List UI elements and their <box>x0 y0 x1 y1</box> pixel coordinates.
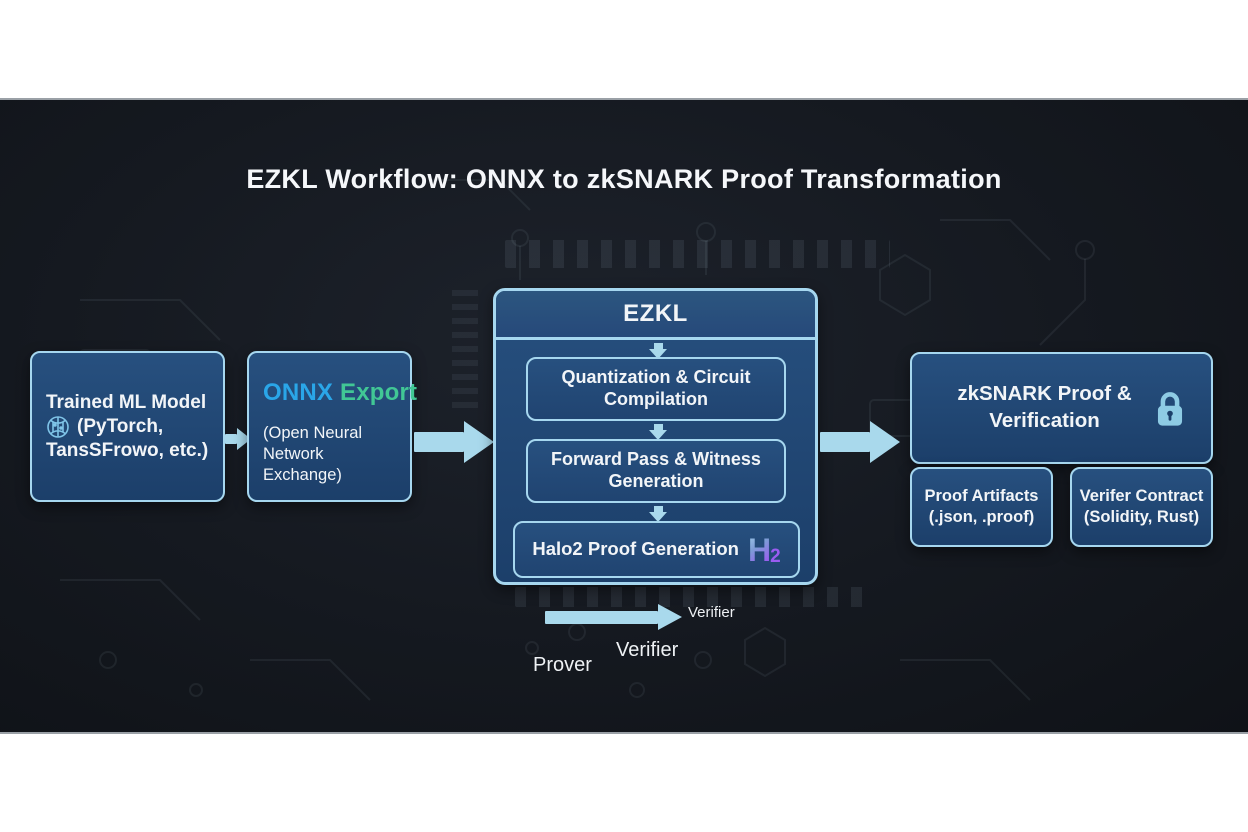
diagram-title: EZKL Workflow: ONNX to zkSNARK Proof Tra… <box>246 164 1002 194</box>
prover-label: Prover <box>533 654 592 676</box>
ezkl-step-quantization: Quantization & Circuit Compilation <box>526 357 786 421</box>
node-ezkl: EZKL Quantization & Circuit Compilation … <box>493 288 818 585</box>
neural-network-icon <box>47 415 69 438</box>
onnx-export-title: ONNX Export <box>263 379 417 407</box>
chip-pins-decoration-top <box>505 240 890 268</box>
zksnark-label: zkSNARK Proof & Verification <box>957 382 1132 432</box>
verifier-label: Verifier <box>616 639 679 661</box>
node-onnx-export: ONNX Export (Open Neural Network Exchang… <box>247 351 417 502</box>
arrow-step2-step3 <box>649 506 667 522</box>
arrow-step1-step2 <box>649 424 667 440</box>
ezkl-step-witness: Forward Pass & Witness Generation <box>526 439 786 503</box>
node-trained-ml-model: Trained ML Model (PyTorch, TansSFrowo, e… <box>30 351 225 502</box>
model-line2: (PyTorch, <box>77 415 164 437</box>
lock-icon <box>1157 392 1183 426</box>
verifier-arrow-label: Verifier <box>688 604 735 621</box>
onnx-word: ONNX <box>263 379 334 406</box>
node-verifier-contract: Verifer Contract (Solidity, Rust) <box>1070 467 1213 547</box>
ezkl-header: EZKL <box>496 291 815 340</box>
arrow-ezkl-step1 <box>649 343 667 359</box>
arrow-prover-to-verifier <box>545 604 682 630</box>
chip-pins-decoration-bottom <box>515 587 865 607</box>
model-line3: TansSFrowo, etc.) <box>46 439 209 461</box>
arrow-onnx-to-ezkl <box>414 421 494 463</box>
node-zksnark-proof: zkSNARK Proof & Verification <box>910 352 1213 464</box>
diagram-stage: EZKL Workflow: ONNX to zkSNARK Proof Tra… <box>0 98 1248 734</box>
arrow-ezkl-to-zksnark <box>820 421 900 463</box>
circuit-dashes-decoration <box>452 290 478 410</box>
export-word: Export <box>333 379 418 406</box>
node-proof-artifacts: Proof Artifacts (.json, .proof) <box>910 467 1053 547</box>
onnx-subtitle: (Open Neural Network Exchange) <box>263 423 363 484</box>
model-line1: Trained ML Model <box>46 391 207 413</box>
